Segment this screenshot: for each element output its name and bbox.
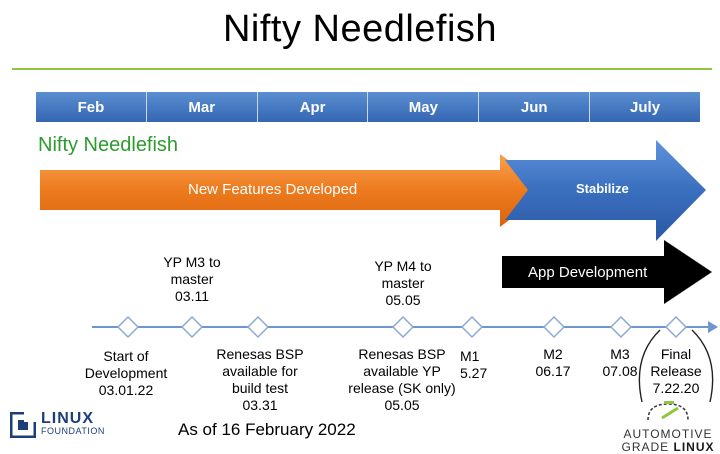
agl-logo: AUTOMOTIVE GRADE LINUX xyxy=(618,400,718,454)
month-bar: Feb Mar Apr May Jun July xyxy=(36,92,700,122)
diamond-marker-icon xyxy=(246,315,270,339)
new-features-arrow xyxy=(40,154,548,227)
lf-line1: LINUX xyxy=(41,410,94,427)
app-development-label: App Development xyxy=(528,264,648,281)
milestone-m1: M1 5.27 xyxy=(460,348,488,381)
milestone-final-release: Final Release 7.22.20 xyxy=(650,346,702,396)
milestone-start-of-development: Start of Development 03.01.22 xyxy=(84,348,168,398)
diamond-marker-icon xyxy=(542,315,566,339)
diamond-marker-icon xyxy=(180,315,204,339)
lf-line2: FOUNDATION xyxy=(41,426,105,436)
release-name-label: Nifty Needlefish xyxy=(38,134,179,156)
final-release-bracket xyxy=(638,329,714,402)
milestone-m2: M2 06.17 xyxy=(535,346,571,379)
month-cell: Feb xyxy=(36,92,147,122)
app-development-arrow xyxy=(502,240,712,304)
linux-foundation-logo: LINUX FOUNDATION xyxy=(10,410,105,438)
agl-line1: AUTOMOTIVE xyxy=(623,427,713,441)
title-divider xyxy=(12,68,712,70)
milestone-m3: M3 07.08 xyxy=(602,346,638,379)
linux-foundation-logo-icon xyxy=(10,412,36,438)
diamond-marker-icon xyxy=(664,315,688,339)
month-cell: Apr xyxy=(257,92,369,122)
month-cell: May xyxy=(368,92,480,122)
milestone-markers xyxy=(116,315,688,339)
stabilize-label: Stabilize xyxy=(576,181,629,196)
diamond-marker-icon xyxy=(460,315,484,339)
slide-title: Nifty Needlefish xyxy=(222,8,498,50)
diamond-marker-icon xyxy=(116,315,140,339)
timeline-arrowhead xyxy=(708,321,718,333)
milestone-renesas-bsp-yp-release: Renesas BSP available YP release (SK onl… xyxy=(348,346,456,413)
new-features-label: New Features Developed xyxy=(188,181,358,198)
milestone-yp-m3: YP M3 to master 03.11 xyxy=(163,254,221,304)
agl-line2: GRADE LINUX xyxy=(621,440,715,454)
stabilize-arrow xyxy=(505,140,706,241)
automotive-grade-linux-logo-icon xyxy=(647,401,689,421)
diamond-marker-icon xyxy=(391,315,415,339)
diamond-marker-icon xyxy=(609,315,633,339)
month-cell: Mar xyxy=(146,92,258,122)
month-cell: Jun xyxy=(479,92,591,122)
month-cell: July xyxy=(590,92,700,122)
as-of-date: As of 16 February 2022 xyxy=(178,420,356,439)
milestone-renesas-bsp-build-test: Renesas BSP available for build test 03.… xyxy=(216,346,304,413)
milestone-yp-m4: YP M4 to master 05.05 xyxy=(374,258,432,308)
